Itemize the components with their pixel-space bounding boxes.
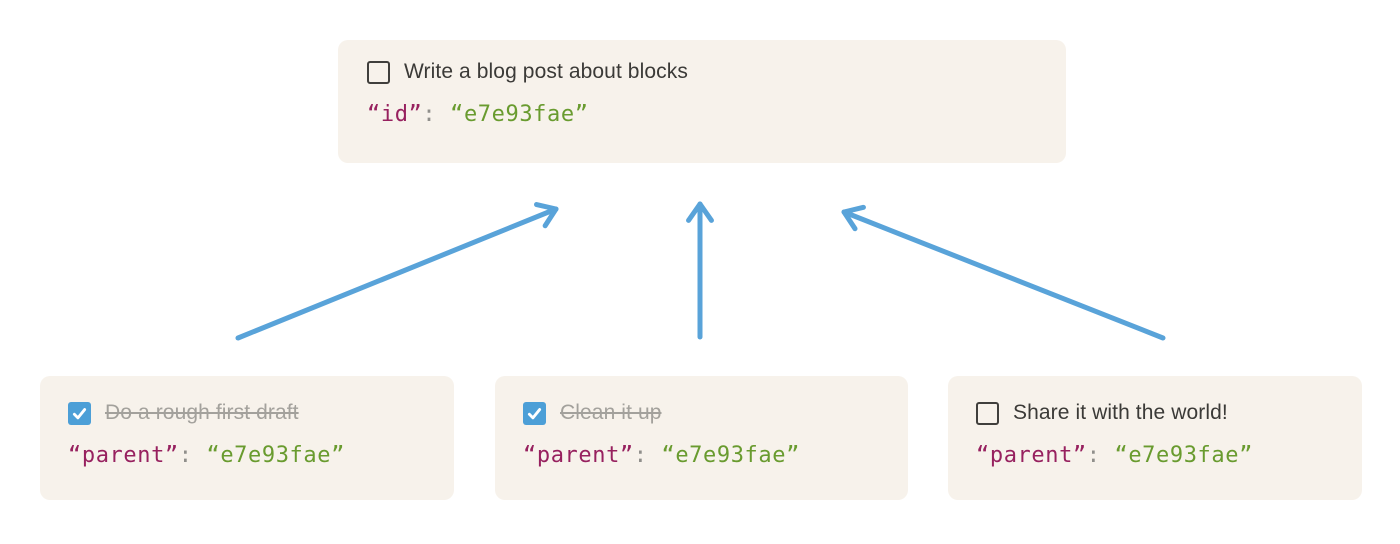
- task-row: Write a blog post about blocks: [367, 59, 1037, 85]
- checkmark-icon: [72, 407, 87, 419]
- json-value: “e7e93fae”: [1114, 443, 1253, 468]
- json-colon: :: [1086, 443, 1115, 468]
- json-line: “id”: “e7e93fae”: [367, 98, 1037, 131]
- parent-task-card: Write a blog post about blocks “id”: “e7…: [338, 40, 1066, 163]
- json-key: “id”: [367, 102, 423, 127]
- arrow-cleanup-to-parent: [686, 201, 714, 340]
- json-value: “e7e93fae”: [450, 102, 589, 127]
- checkbox[interactable]: [976, 401, 999, 425]
- task-label: Do a rough first draft: [105, 401, 299, 424]
- json-key: “parent”: [68, 443, 179, 468]
- task-row: Clean it up: [523, 400, 880, 426]
- json-line: “parent”: “e7e93fae”: [523, 439, 880, 472]
- task-row: Do a rough first draft: [68, 400, 426, 426]
- task-label: Write a blog post about blocks: [404, 60, 688, 83]
- arrow-shaft: [235, 206, 559, 341]
- json-value: “e7e93fae”: [661, 443, 800, 468]
- child-task-card-draft: Do a rough first draft “parent”: “e7e93f…: [40, 376, 454, 500]
- checkmark-icon: [527, 407, 542, 419]
- json-key: “parent”: [523, 443, 634, 468]
- checkbox[interactable]: [68, 401, 91, 425]
- json-colon: :: [633, 443, 662, 468]
- arrowhead-icon: [534, 202, 559, 229]
- task-label: Clean it up: [560, 401, 662, 424]
- task-label: Share it with the world!: [1013, 401, 1228, 424]
- arrow-share-to-parent: [841, 204, 1166, 341]
- child-task-card-cleanup: Clean it up “parent”: “e7e93fae”: [495, 376, 908, 500]
- json-colon: :: [178, 443, 207, 468]
- json-colon: :: [422, 102, 451, 127]
- json-value: “e7e93fae”: [206, 443, 345, 468]
- checkbox[interactable]: [367, 60, 390, 84]
- arrow-draft-to-parent: [235, 202, 559, 341]
- json-line: “parent”: “e7e93fae”: [976, 439, 1334, 472]
- arrowhead-icon: [686, 201, 714, 223]
- json-line: “parent”: “e7e93fae”: [68, 439, 426, 472]
- json-key: “parent”: [976, 443, 1087, 468]
- child-task-card-share: Share it with the world! “parent”: “e7e9…: [948, 376, 1362, 500]
- arrow-shaft: [841, 209, 1166, 341]
- checkbox[interactable]: [523, 401, 546, 425]
- arrowhead-icon: [841, 204, 866, 232]
- task-row: Share it with the world!: [976, 400, 1334, 426]
